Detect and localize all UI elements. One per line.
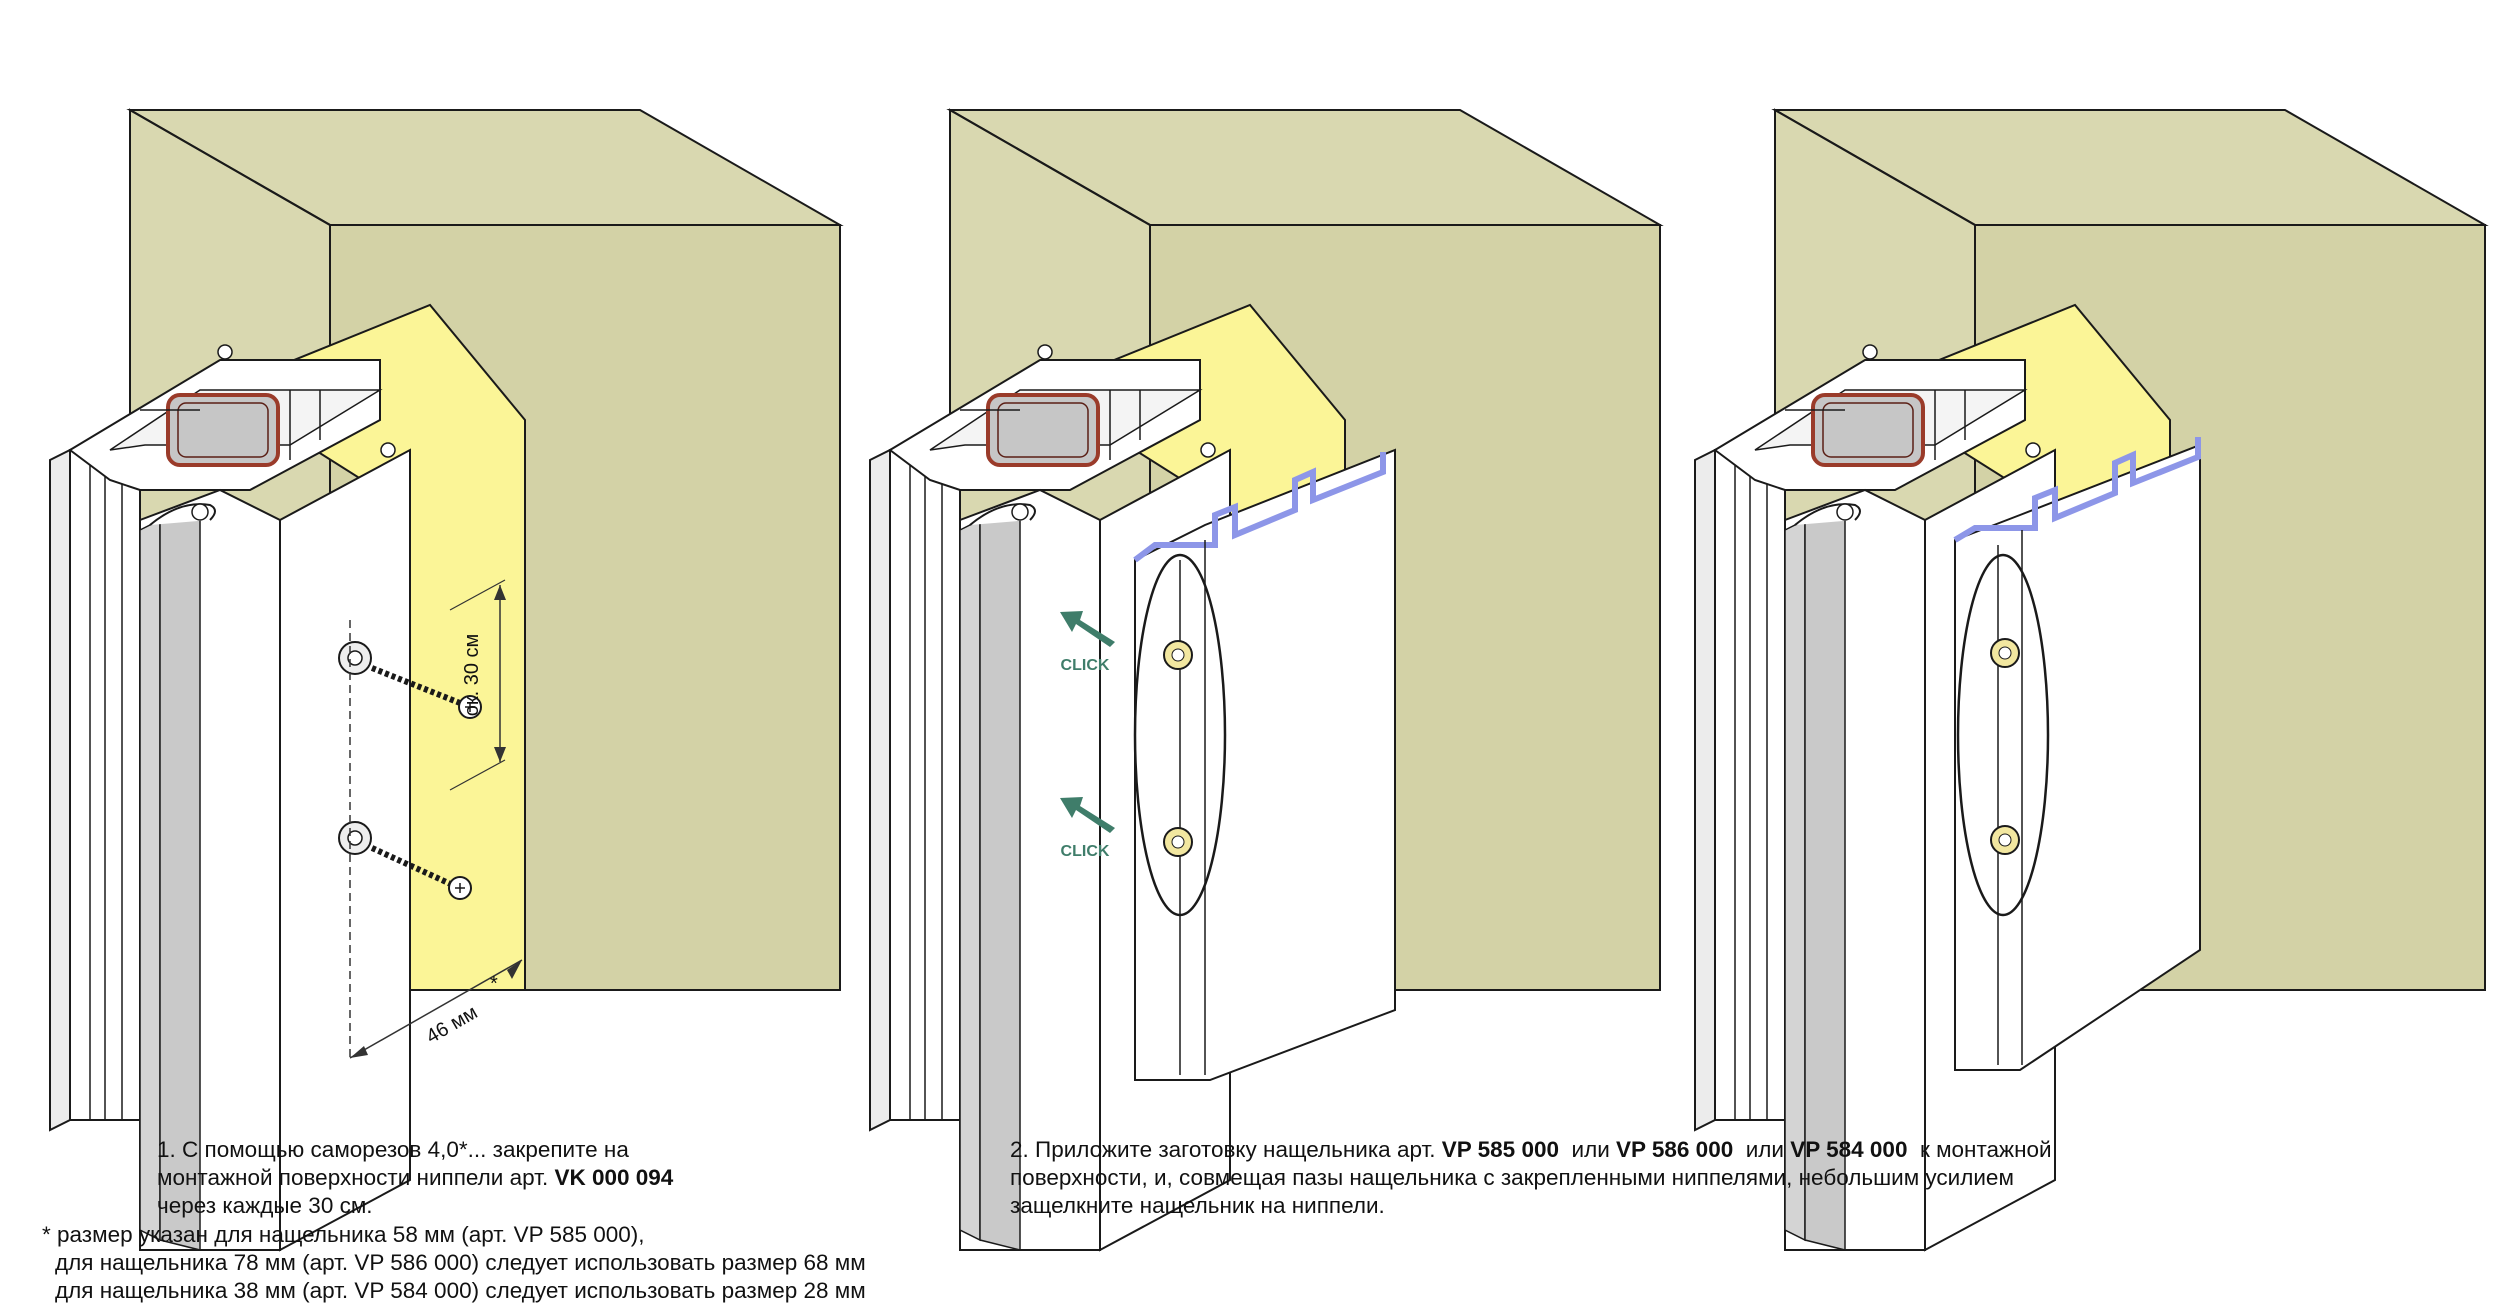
cover-strip-2: [1133, 448, 1396, 1081]
click-arrow-upper: CLICK: [1060, 611, 1115, 674]
panel-1: ок. 30 см 46 мм *: [48, 109, 841, 1252]
caption-step-2-line-2: поверхности, и, совмещая пазы нащельника…: [1010, 1165, 2014, 1190]
caption-step-1-line-1: 1. С помощью саморезов 4,0*... закрепите…: [157, 1137, 629, 1162]
click-label-lower: CLICK: [1061, 843, 1110, 860]
caption-step-2-line-1: 2. Приложите заготовку нащельника арт. V…: [1010, 1136, 2052, 1164]
caption-step-2-line-3: защелкните нащельник на ниппели.: [1010, 1193, 1385, 1218]
dimension-horizontal-label: 46 мм: [423, 1001, 482, 1048]
click-label-upper: CLICK: [1061, 657, 1110, 674]
cover-strip-3: [1953, 437, 2201, 1071]
caption-step-2-text-3: или: [1733, 1137, 1791, 1162]
caption-step-2: 2. Приложите заготовку нащельника арт. V…: [1010, 1136, 2052, 1220]
caption-step-2-text-2: или: [1559, 1137, 1617, 1162]
nipple-screw-upper: [338, 641, 482, 719]
window-profile-1: [48, 343, 412, 1252]
nipple-screw-lower: [338, 821, 472, 900]
dimension-vertical: ок. 30 см: [449, 579, 506, 791]
caption-step-1-line-2: монтажной поверхности ниппели арт. VK 00…: [157, 1164, 673, 1192]
caption-step-1: 1. С помощью саморезов 4,0*... закрепите…: [157, 1136, 673, 1220]
footnote-line-3: для нащельника 38 мм (арт. VP 584 000) с…: [55, 1278, 866, 1303]
click-arrow-lower: CLICK: [1060, 797, 1115, 860]
panel-3: [1693, 109, 2486, 1252]
caption-step-1-line-3: через каждые 30 см.: [157, 1193, 373, 1218]
article-vp-586-000: VP 586 000: [1616, 1137, 1734, 1162]
caption-step-2-text-4: к монтажной: [1907, 1137, 2052, 1162]
dimension-vertical-label: ок. 30 см: [461, 634, 483, 717]
panel-2: CLICK CLICK: [868, 109, 1661, 1252]
footnote: * размер указан для нащельника 58 мм (ар…: [42, 1221, 866, 1305]
footnote-line-2: для нащельника 78 мм (арт. VP 586 000) с…: [55, 1250, 866, 1275]
caption-step-1-line-2-text: монтажной поверхности ниппели арт.: [157, 1165, 555, 1190]
caption-step-2-text-1: 2. Приложите заготовку нащельника арт.: [1010, 1137, 1442, 1162]
dimension-asterisk: *: [490, 973, 498, 995]
article-vp-584-000: VP 584 000: [1790, 1137, 1908, 1162]
footnote-line-1: * размер указан для нащельника 58 мм (ар…: [42, 1222, 645, 1247]
article-vp-585-000: VP 585 000: [1441, 1137, 1559, 1162]
article-vk-000-094: VK 000 094: [554, 1165, 674, 1190]
